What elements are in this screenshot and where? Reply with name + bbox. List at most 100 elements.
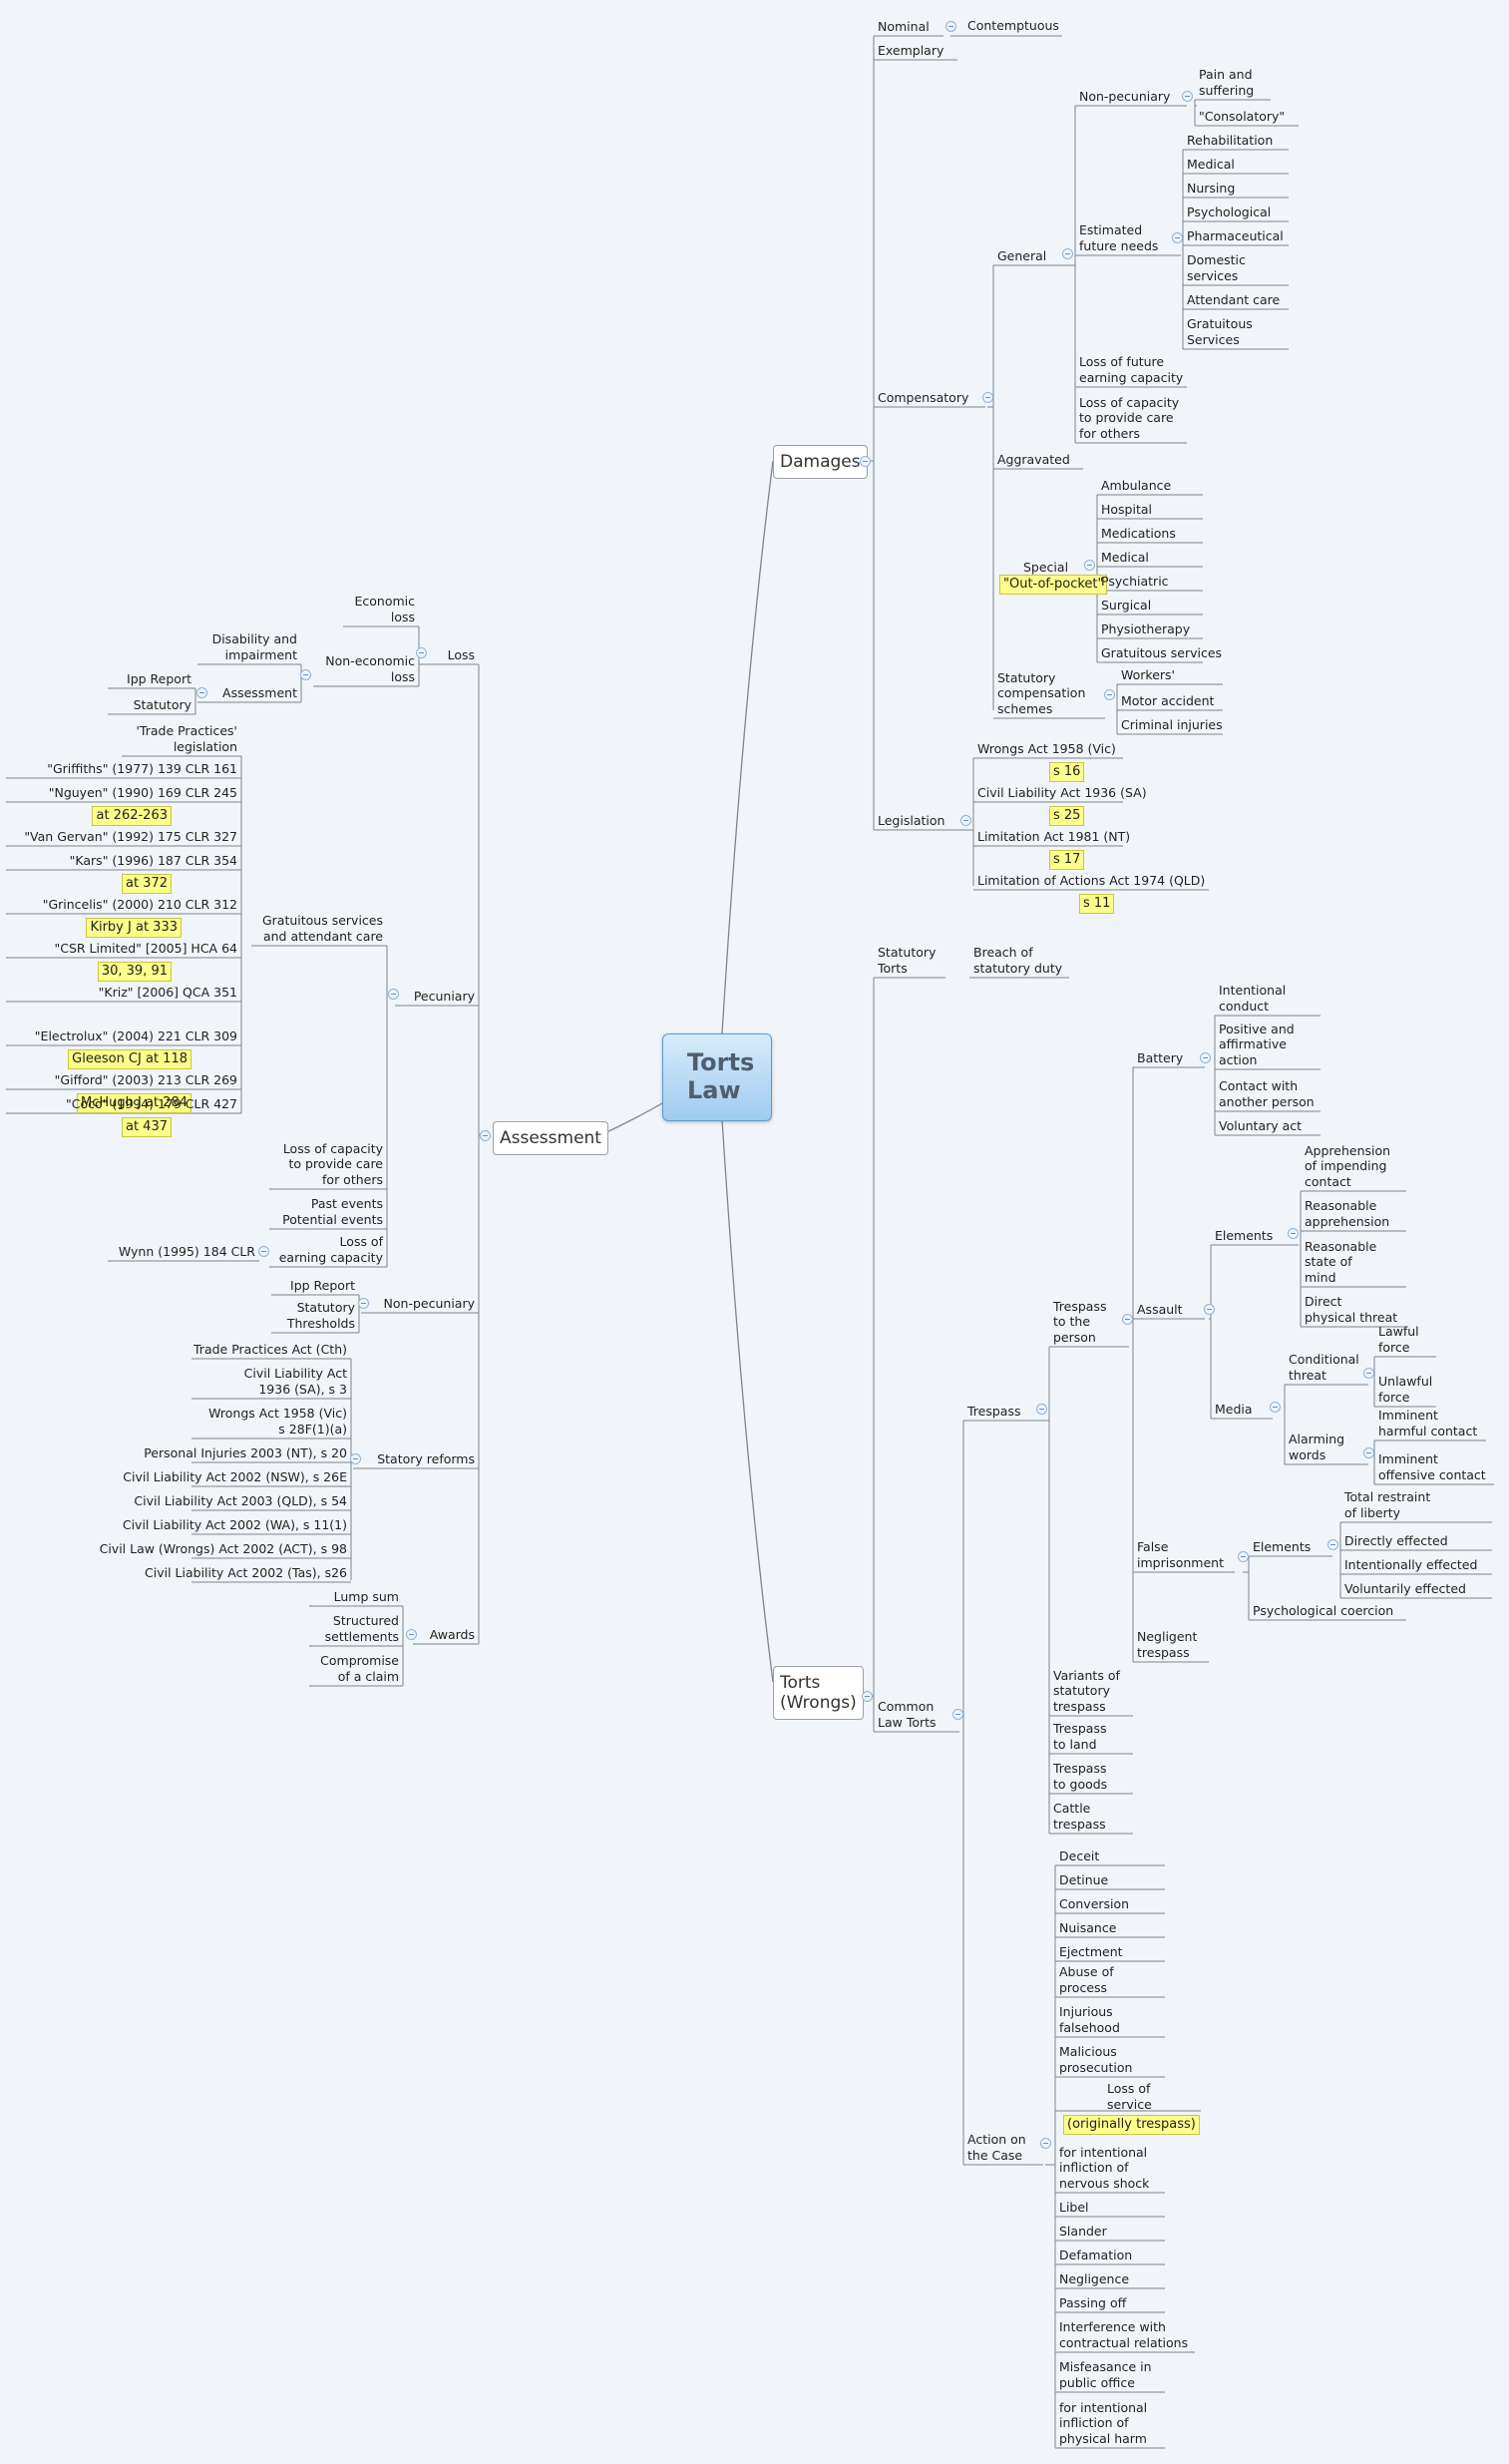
collapse-toggle-icon[interactable] bbox=[1204, 1304, 1215, 1315]
node-psychiatric[interactable]: Psychiatric bbox=[1101, 573, 1169, 589]
collapse-toggle-icon[interactable] bbox=[416, 647, 427, 658]
branch-damages[interactable]: Damages bbox=[773, 445, 868, 479]
node-ipp-report[interactable]: Ipp Report bbox=[290, 1277, 355, 1293]
node-reasonable-state-of-mind[interactable]: Reasonable state of mind bbox=[1305, 1238, 1377, 1285]
collapse-toggle-icon[interactable] bbox=[1040, 2138, 1051, 2149]
node-disability-and-impairment[interactable]: Disability and impairment bbox=[211, 631, 297, 662]
node-reasonable-apprehension[interactable]: Reasonable apprehension bbox=[1305, 1198, 1390, 1229]
collapse-toggle-icon[interactable] bbox=[480, 1130, 491, 1141]
collapse-toggle-icon[interactable] bbox=[406, 1629, 417, 1640]
node-apprehension-of-impending-contact[interactable]: Apprehension of impending contact bbox=[1305, 1142, 1391, 1189]
highlight-at-262-263[interactable]: at 262-263 bbox=[92, 806, 172, 826]
node-false-imprisonment[interactable]: False imprisonment bbox=[1137, 1539, 1224, 1570]
node-statutory[interactable]: Statutory bbox=[133, 696, 191, 712]
node-alarming-words[interactable]: Alarming words bbox=[1289, 1432, 1345, 1462]
collapse-toggle-icon[interactable] bbox=[350, 1453, 361, 1464]
node-injurious-falsehood[interactable]: Injurious falsehood bbox=[1059, 2004, 1120, 2035]
collapse-toggle-icon[interactable] bbox=[960, 815, 971, 826]
collapse-toggle-icon[interactable] bbox=[1363, 1447, 1374, 1458]
node-exemplary[interactable]: Exemplary bbox=[878, 42, 944, 58]
node-criminal-injuries[interactable]: Criminal injuries bbox=[1121, 716, 1223, 732]
node-civil-liability-act-2002-wa-s-11-1[interactable]: Civil Liability Act 2002 (WA), s 11(1) bbox=[122, 1516, 347, 1532]
node-personal-injuries-2003-nt-s-20[interactable]: Personal Injuries 2003 (NT), s 20 bbox=[144, 1444, 347, 1460]
node-medical[interactable]: Medical bbox=[1101, 549, 1149, 565]
node-trade-practices-legislation[interactable]: 'Trade Practices' legislation bbox=[136, 723, 237, 754]
node-nuisance[interactable]: Nuisance bbox=[1059, 1919, 1117, 1935]
collapse-toggle-icon[interactable] bbox=[1200, 1052, 1211, 1063]
node-economic-loss[interactable]: Economic loss bbox=[354, 594, 415, 624]
node-domestic-services[interactable]: Domestic services bbox=[1187, 252, 1246, 283]
collapse-toggle-icon[interactable] bbox=[1172, 232, 1183, 243]
node-for-intentional-infliction-of-nervous-sh[interactable]: for intentional infliction of nervous sh… bbox=[1059, 2144, 1150, 2191]
collapse-toggle-icon[interactable] bbox=[388, 989, 399, 1000]
node-elements[interactable]: Elements bbox=[1253, 1538, 1312, 1554]
collapse-toggle-icon[interactable] bbox=[1182, 91, 1193, 102]
collapse-toggle-icon[interactable] bbox=[1363, 1368, 1374, 1379]
node-lump-sum[interactable]: Lump sum bbox=[333, 1588, 399, 1604]
collapse-toggle-icon[interactable] bbox=[1104, 689, 1115, 700]
node-slander[interactable]: Slander bbox=[1059, 2223, 1107, 2239]
node-electrolux-2004-221-clr-309[interactable]: "Electrolux" (2004) 221 CLR 309 bbox=[34, 1027, 237, 1043]
node-coco-1994-179-clr-427[interactable]: "Coco" (1994) 179 CLR 427 bbox=[66, 1095, 237, 1111]
node-malicious-prosecution[interactable]: Malicious prosecution bbox=[1059, 2044, 1133, 2075]
node-medical[interactable]: Medical bbox=[1187, 156, 1235, 172]
node-civil-liability-act-2002-nsw-s-26e[interactable]: Civil Liability Act 2002 (NSW), s 26E bbox=[123, 1468, 347, 1484]
collapse-toggle-icon[interactable] bbox=[300, 669, 311, 680]
node-kars-1996-187-clr-354[interactable]: "Kars" (1996) 187 CLR 354 bbox=[69, 852, 237, 868]
node-gratuitous-services[interactable]: Gratuitous services bbox=[1101, 644, 1223, 660]
node-elements[interactable]: Elements bbox=[1215, 1227, 1274, 1243]
highlight-30-39-91[interactable]: 30, 39, 91 bbox=[97, 962, 172, 982]
collapse-toggle-icon[interactable] bbox=[1122, 1314, 1133, 1325]
collapse-toggle-icon[interactable] bbox=[952, 1709, 963, 1720]
node-civil-liability-act-2002-tas-s26[interactable]: Civil Liability Act 2002 (Tas), s26 bbox=[145, 1564, 347, 1580]
node-ambulance[interactable]: Ambulance bbox=[1101, 477, 1172, 493]
node-imminent-offensive-contact[interactable]: Imminent offensive contact bbox=[1378, 1451, 1486, 1482]
node-trespass[interactable]: Trespass bbox=[967, 1403, 1021, 1419]
node-structured-settlements[interactable]: Structured settlements bbox=[324, 1613, 399, 1644]
highlight-s-25[interactable]: s 25 bbox=[1049, 806, 1085, 826]
node-physiotherapy[interactable]: Physiotherapy bbox=[1101, 620, 1191, 636]
node-detinue[interactable]: Detinue bbox=[1059, 1871, 1109, 1887]
node-rehabilitation[interactable]: Rehabilitation bbox=[1187, 132, 1274, 148]
node-grincelis-2000-210-clr-312[interactable]: "Grincelis" (2000) 210 CLR 312 bbox=[42, 896, 237, 912]
highlight-at-372[interactable]: at 372 bbox=[121, 874, 172, 894]
collapse-toggle-icon[interactable] bbox=[982, 392, 993, 403]
node-motor-accident[interactable]: Motor accident bbox=[1121, 692, 1215, 708]
node-interference-with-contractual-relations[interactable]: Interference with contractual relations bbox=[1059, 2319, 1189, 2350]
node-general[interactable]: General bbox=[997, 247, 1047, 263]
node-special[interactable]: Special bbox=[1023, 559, 1069, 575]
node-loss-of-future-earning-capacity[interactable]: Loss of future earning capacity bbox=[1079, 354, 1184, 385]
node-for-intentional-infliction-of-physical-h[interactable]: for intentional infliction of physical h… bbox=[1059, 2399, 1148, 2446]
node-ejectment[interactable]: Ejectment bbox=[1059, 1943, 1123, 1959]
node-statutory-thresholds[interactable]: Statutory Thresholds bbox=[286, 1300, 355, 1331]
node-aggravated[interactable]: Aggravated bbox=[997, 451, 1070, 467]
node-action-on-the-case[interactable]: Action on the Case bbox=[967, 2132, 1026, 2163]
node-compensatory[interactable]: Compensatory bbox=[878, 389, 969, 405]
node-civil-liability-act-1936-sa-s-3[interactable]: Civil Liability Act 1936 (SA), s 3 bbox=[243, 1366, 347, 1397]
node-deceit[interactable]: Deceit bbox=[1059, 1848, 1100, 1863]
node-pain-and-suffering[interactable]: Pain and suffering bbox=[1199, 67, 1255, 98]
node-gratuitous-services[interactable]: Gratuitous Services bbox=[1187, 316, 1253, 347]
node-lawful-force[interactable]: Lawful force bbox=[1378, 1324, 1419, 1355]
node-voluntarily-effected[interactable]: Voluntarily effected bbox=[1344, 1580, 1466, 1596]
node-pharmaceutical[interactable]: Pharmaceutical bbox=[1187, 227, 1284, 243]
node-conditional-threat[interactable]: Conditional threat bbox=[1289, 1352, 1359, 1383]
node-compromise-of-a-claim[interactable]: Compromise of a claim bbox=[320, 1653, 399, 1684]
node-civil-liability-act-2003-qld-s-54[interactable]: Civil Liability Act 2003 (QLD), s 54 bbox=[134, 1492, 347, 1508]
node-legislation[interactable]: Legislation bbox=[878, 812, 945, 828]
highlight-s-11[interactable]: s 11 bbox=[1079, 894, 1115, 914]
node-csr-limited-2005-hca-64[interactable]: "CSR Limited" [2005] HCA 64 bbox=[54, 940, 237, 956]
collapse-toggle-icon[interactable] bbox=[945, 21, 956, 32]
node-contemptuous[interactable]: Contemptuous bbox=[967, 18, 1059, 33]
node-defamation[interactable]: Defamation bbox=[1059, 2247, 1133, 2262]
collapse-toggle-icon[interactable] bbox=[196, 687, 207, 698]
node-kriz-2006-qca-351[interactable]: "Kriz" [2006] QCA 351 bbox=[98, 984, 237, 1000]
node-positive-and-affirmative-action[interactable]: Positive and affirmative action bbox=[1219, 1021, 1295, 1067]
node-civil-law-wrongs-act-2002-act-s-98[interactable]: Civil Law (Wrongs) Act 2002 (ACT), s 98 bbox=[99, 1540, 347, 1556]
node-workers[interactable]: Workers' bbox=[1121, 666, 1175, 682]
node-hospital[interactable]: Hospital bbox=[1101, 501, 1153, 517]
node-non-economic-loss[interactable]: Non-economic loss bbox=[325, 653, 415, 684]
branch-torts[interactable]: Torts (Wrongs) bbox=[773, 1666, 864, 1720]
node-medications[interactable]: Medications bbox=[1101, 525, 1176, 541]
highlight-out-of-pocket[interactable]: "Out-of-pocket" bbox=[999, 575, 1108, 595]
